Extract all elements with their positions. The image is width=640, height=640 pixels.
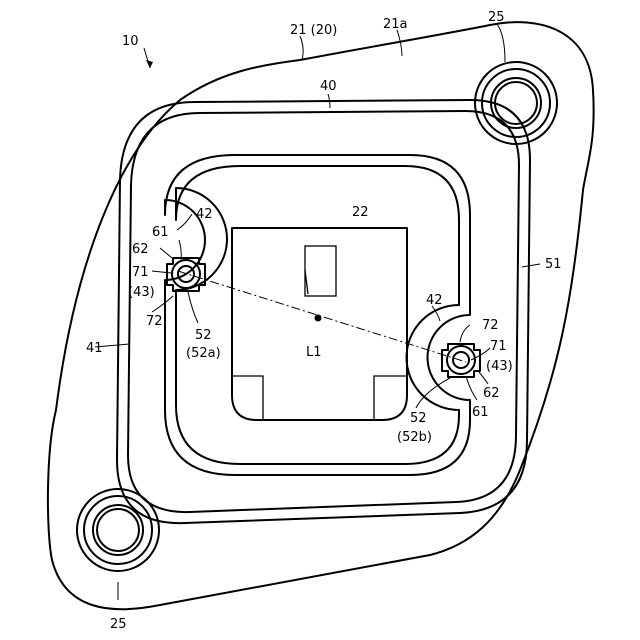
label-left-52: 52	[195, 328, 212, 343]
label-right-52: 52	[410, 411, 427, 426]
label-hole-bottom: 25	[110, 617, 127, 632]
label-right-52b: (52b)	[397, 430, 432, 445]
label-left-43: (43)	[128, 285, 155, 300]
label-hole-top: 25	[488, 10, 505, 25]
axis-center-dot	[315, 315, 322, 322]
label-right-62: 62	[483, 386, 500, 401]
label-left-62: 62	[132, 242, 149, 257]
assembly-arrow	[146, 60, 153, 68]
label-right-71: 71	[490, 339, 507, 354]
mounting-hole-top	[475, 62, 557, 144]
window-opening	[232, 228, 407, 420]
outer-groove	[117, 100, 530, 523]
label-inner-groove: 41	[86, 341, 103, 356]
label-right-edge: 51	[545, 257, 562, 272]
label-right-61: 61	[472, 405, 489, 420]
label-left-71: 71	[132, 265, 149, 280]
label-base-edge: 21a	[383, 17, 408, 32]
label-axis: L1	[306, 345, 322, 360]
label-assembly: 10	[122, 34, 139, 49]
label-left-61: 61	[152, 225, 169, 240]
label-window: 22	[352, 205, 369, 220]
label-right-43: (43)	[486, 359, 513, 374]
label-outer-groove: 40	[320, 79, 337, 94]
axis-l1	[178, 271, 466, 362]
label-left-72: 72	[146, 314, 163, 329]
label-right-72: 72	[482, 318, 499, 333]
label-base: 21 (20)	[290, 23, 337, 38]
label-notch-right: 42	[426, 293, 443, 308]
label-notch-left: 42	[196, 207, 213, 222]
label-left-52a: (52a)	[186, 346, 221, 361]
